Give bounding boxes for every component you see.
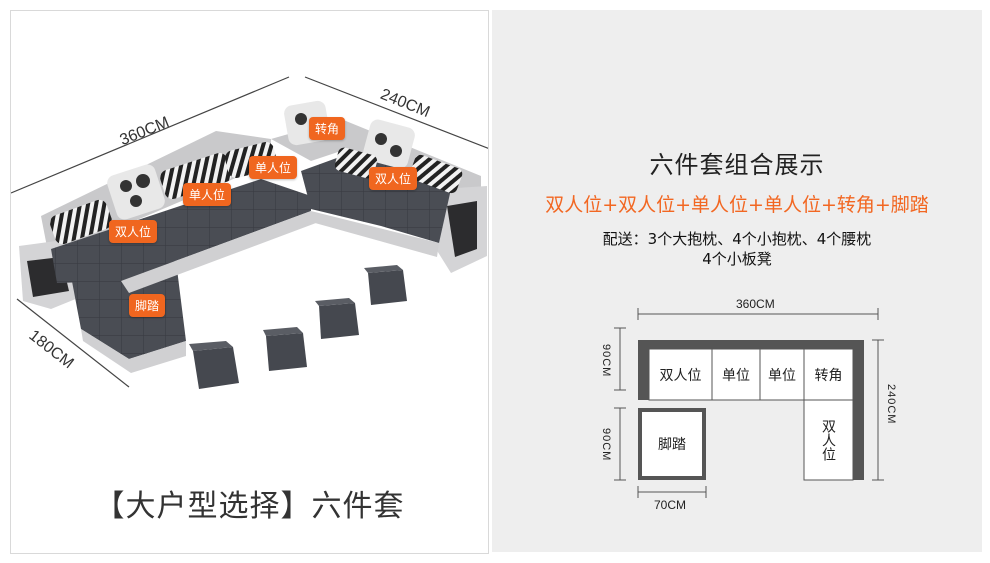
tag-corner: 转角 [309, 117, 346, 140]
product-image-panel: 360CM 240CM 180CM 转角 单人位 双人位 单人位 双人位 脚踏 … [10, 10, 489, 554]
diagram-ottoman-width: 70CM [654, 498, 687, 512]
delivery-line-2: 4个小板凳 [702, 250, 772, 268]
diagram-seat-single: 单位 [768, 367, 796, 384]
set-info-panel: 六件套组合展示 双人位+双人位+单人位+单人位+转角+脚踏 配送：3个大抱枕、4… [492, 10, 982, 552]
layout-diagram: 360CM 90CM 90CM 70CM 240CM 双人位 单位 单位 转角 … [492, 10, 982, 552]
tag-ottoman: 脚踏 [129, 294, 166, 317]
diagram-seat-double: 双人位 [659, 367, 702, 384]
stool [315, 298, 359, 339]
set-composition: 双人位+双人位+单人位+单人位+转角+脚踏 [545, 194, 929, 216]
stool [364, 265, 407, 305]
tag-double-seat-right: 双人位 [369, 167, 418, 190]
tag-single-seat-left: 单人位 [183, 183, 232, 206]
set-title: 六件套组合展示 [649, 151, 825, 179]
stool [189, 341, 239, 389]
diagram-seat-corner: 转角 [814, 367, 843, 384]
diagram-top-depth: 90CM [600, 344, 612, 378]
diagram-ottoman-depth: 90CM [600, 428, 612, 462]
diagram-seat-double-right: 双人位 [820, 419, 836, 461]
tag-single-seat: 单人位 [249, 156, 298, 179]
diagram-top-width: 360CM [736, 297, 775, 311]
sofa-illustration [11, 76, 488, 389]
diagram-right-length: 240CM [885, 384, 897, 425]
diagram-lines [614, 308, 884, 498]
image-caption: 【大户型选择】六件套 [94, 489, 405, 524]
tag-double-seat-left: 双人位 [109, 220, 158, 243]
delivery-line-1: 配送：3个大抱枕、4个小抱枕、4个腰枕 [602, 230, 872, 248]
stool [263, 327, 307, 371]
diagram-ottoman: 脚踏 [658, 437, 686, 453]
diagram-seat-single: 单位 [722, 367, 750, 384]
